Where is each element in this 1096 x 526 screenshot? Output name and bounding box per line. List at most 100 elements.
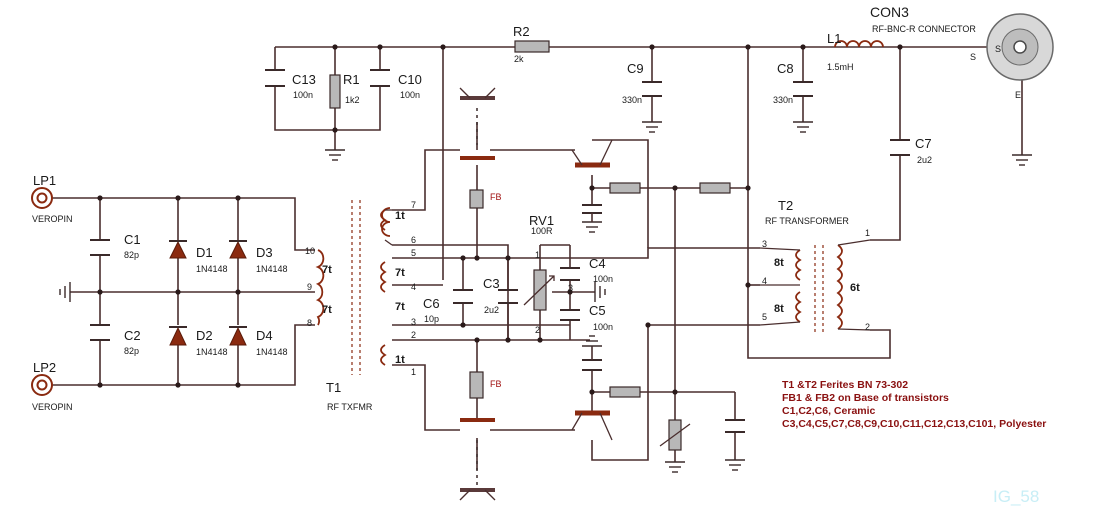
lp1-ref: LP1 — [33, 173, 56, 188]
t2-pin-4: 4 — [762, 276, 767, 286]
t2-pin-3: 3 — [762, 239, 767, 249]
transistors — [459, 87, 613, 501]
capacitors — [90, 69, 910, 433]
lp1-value: VEROPIN — [32, 214, 73, 224]
c8-ref: C8 — [777, 61, 794, 76]
con3-value: RF-BNC-R CONNECTOR — [872, 24, 976, 34]
l1-ref: L1 — [827, 31, 841, 46]
rv1-pin-1: 1 — [535, 250, 540, 260]
t1-turns-b: 7t — [322, 304, 332, 316]
d4-ref: D4 — [256, 328, 273, 343]
c2-value: 82p — [124, 346, 139, 356]
t2-turns-b: 8t — [774, 303, 784, 315]
r2-value: 2k — [514, 54, 524, 64]
c7-ref: C7 — [915, 136, 932, 151]
t2-value: RF TRANSFORMER — [765, 216, 849, 226]
c13-value: 100n — [293, 90, 313, 100]
t2-pin-2: 2 — [865, 322, 870, 332]
t1-pin-9: 9 — [307, 282, 312, 292]
c3-value: 2u2 — [484, 305, 499, 315]
t1-pin-2: 2 — [411, 330, 416, 340]
d3-ref: D3 — [256, 245, 273, 260]
t2-turns-sec: 6t — [850, 282, 860, 294]
resistors — [329, 40, 731, 451]
d2-ref: D2 — [196, 328, 213, 343]
transformer-t1 — [315, 200, 393, 375]
t1-turns-sec-top: 1t — [395, 210, 405, 222]
c2-ref: C2 — [124, 328, 141, 343]
t1-pin-5: 5 — [411, 248, 416, 258]
t2-pin-1: 1 — [865, 228, 870, 238]
t1-turns-sec-bot: 1t — [395, 354, 405, 366]
c5-ref: C5 — [589, 303, 606, 318]
t1-pin-7: 7 — [411, 200, 416, 210]
c6-ref: C6 — [423, 296, 440, 311]
con3-pin-e: E — [1015, 90, 1021, 100]
d2-value: 1N4148 — [196, 347, 228, 357]
c5-value: 100n — [593, 322, 613, 332]
lp1-connector — [31, 187, 53, 209]
c4-ref: C4 — [589, 256, 606, 271]
note-line-1: T1 &T2 Ferites BN 73-302 — [782, 379, 908, 391]
lp2-ref: LP2 — [33, 360, 56, 375]
lp2-connector — [31, 374, 53, 396]
rv1-pin-2: 2 — [535, 325, 540, 335]
d1-ref: D1 — [196, 245, 213, 260]
note-line-3: C1,C2,C6, Ceramic — [782, 405, 876, 417]
transformer-t2 — [759, 239, 871, 335]
d4-value: 1N4148 — [256, 347, 288, 357]
junctions — [97, 44, 903, 395]
c8-value: 330n — [773, 95, 793, 105]
t2-turns-a: 8t — [774, 257, 784, 269]
t1-turns-sec-mid-a: 7t — [395, 267, 405, 279]
t2-pin-5: 5 — [762, 312, 767, 322]
wires — [52, 46, 1023, 470]
d3-value: 1N4148 — [256, 264, 288, 274]
t1-pin-4: 4 — [411, 282, 416, 292]
rv1-pin-3: 3 — [568, 283, 573, 293]
t1-value: RF TXFMR — [327, 402, 373, 412]
bnc-connector-con3 — [986, 13, 1054, 81]
c6-value: 10p — [424, 314, 439, 324]
watermark-label: IG_58 — [993, 487, 1039, 506]
r1-ref: R1 — [343, 72, 360, 87]
note-line-4: C3,C4,C5,C7,C8,C9,C10,C11,C12,C13,C101, … — [782, 418, 1046, 430]
t1-pin-3: 3 — [411, 317, 416, 327]
fb1-label: FB — [490, 192, 502, 202]
d1-value: 1N4148 — [196, 264, 228, 274]
diodes — [169, 240, 247, 346]
con3-ref: CON3 — [870, 4, 909, 20]
inductor-l1 — [834, 40, 884, 48]
t1-ref: T1 — [326, 380, 341, 395]
t1-pin-10: 10 — [305, 246, 315, 256]
c1-ref: C1 — [124, 232, 141, 247]
c3-ref: C3 — [483, 276, 500, 291]
t1-pin-6: 6 — [411, 235, 416, 245]
c13-ref: C13 — [292, 72, 316, 87]
labels: CON3 RF-BNC-R CONNECTOR S S E R2 2k L1 1… — [32, 4, 1046, 506]
con3-pin-s: S — [970, 52, 976, 62]
note-line-2: FB1 & FB2 on Base of transistors — [782, 392, 949, 404]
ground-symbols — [59, 121, 1032, 473]
c4-value: 100n — [593, 274, 613, 284]
c10-ref: C10 — [398, 72, 422, 87]
t1-pin-8: 8 — [307, 318, 312, 328]
rv1-value: 100R — [531, 226, 553, 236]
t2-ref: T2 — [778, 198, 793, 213]
fb2-label: FB — [490, 379, 502, 389]
c7-value: 2u2 — [917, 155, 932, 165]
r1-value: 1k2 — [345, 95, 360, 105]
c10-value: 100n — [400, 90, 420, 100]
c1-value: 82p — [124, 250, 139, 260]
rv1-ref: RV1 — [529, 213, 554, 228]
c9-ref: C9 — [627, 61, 644, 76]
l1-value: 1.5mH — [827, 62, 854, 72]
lp2-value: VEROPIN — [32, 402, 73, 412]
c9-value: 330n — [622, 95, 642, 105]
t1-pin-1: 1 — [411, 367, 416, 377]
t1-turns-a: 7t — [322, 264, 332, 276]
t1-turns-sec-mid-b: 7t — [395, 301, 405, 313]
r2-ref: R2 — [513, 24, 530, 39]
